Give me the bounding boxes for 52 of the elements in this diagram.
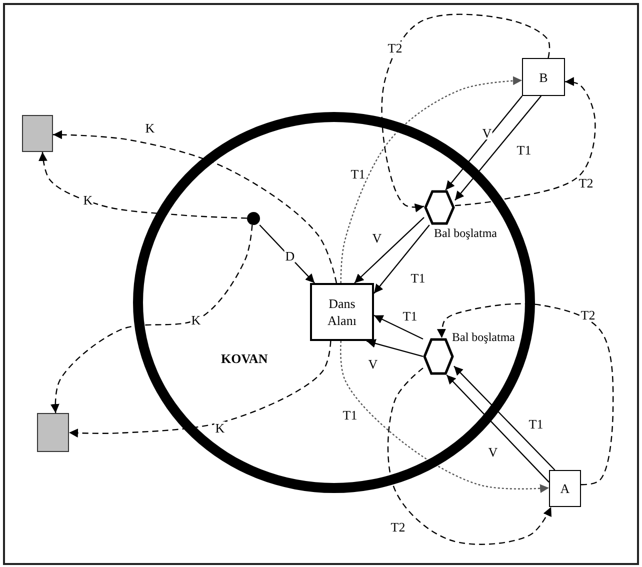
edge-label: K <box>190 314 202 326</box>
label-box <box>522 58 565 96</box>
edge-label: K <box>144 122 156 134</box>
node-caption: Bal boşlatma <box>452 331 515 343</box>
edge-label: D <box>284 250 296 262</box>
node-label: B <box>539 68 548 86</box>
node-caption: Bal boşlatma <box>434 227 497 239</box>
arrow <box>366 339 424 358</box>
arrow <box>259 224 315 284</box>
edge-label: V <box>371 232 383 244</box>
hexagon <box>423 338 454 375</box>
empty-box <box>37 413 69 452</box>
node-label: KOVAN <box>221 350 268 367</box>
edge-label: V <box>367 358 379 370</box>
edge-label: T1 <box>410 272 426 284</box>
arrow <box>437 303 614 486</box>
arrow <box>340 340 550 493</box>
node-label: Dans Alanı <box>326 295 358 329</box>
arrow <box>68 340 332 438</box>
edge-label: T2 <box>580 308 596 322</box>
arrow <box>50 224 253 414</box>
edge-label: T2 <box>386 42 404 54</box>
arrow <box>454 96 542 201</box>
arrow <box>454 366 556 470</box>
hexagon <box>424 190 455 225</box>
arrow <box>374 224 430 294</box>
arrow <box>445 96 523 190</box>
edge-label: V <box>487 446 499 458</box>
dot <box>247 212 260 225</box>
arrow <box>340 76 522 283</box>
edge-label: T2 <box>578 176 594 190</box>
arrow <box>354 216 424 284</box>
label-box <box>310 283 374 341</box>
arrow <box>446 374 550 483</box>
arrow <box>374 314 424 340</box>
edge-label: T1 <box>528 418 544 430</box>
edge-label: V <box>481 126 493 140</box>
edge-label: T1 <box>350 168 366 180</box>
arrow <box>387 368 552 545</box>
edge-label: T1 <box>342 408 358 422</box>
arrow <box>381 14 550 212</box>
edge-label: K <box>82 194 94 206</box>
label-box <box>549 470 581 507</box>
arrow <box>454 77 596 206</box>
empty-box <box>22 115 53 152</box>
edge-label: K <box>214 422 226 434</box>
edge-label: T2 <box>390 520 406 534</box>
arrow <box>38 152 248 219</box>
edge-label: T1 <box>516 144 532 156</box>
edge-label: T1 <box>402 310 418 322</box>
arrow <box>53 130 338 284</box>
node-label: A <box>560 480 570 497</box>
